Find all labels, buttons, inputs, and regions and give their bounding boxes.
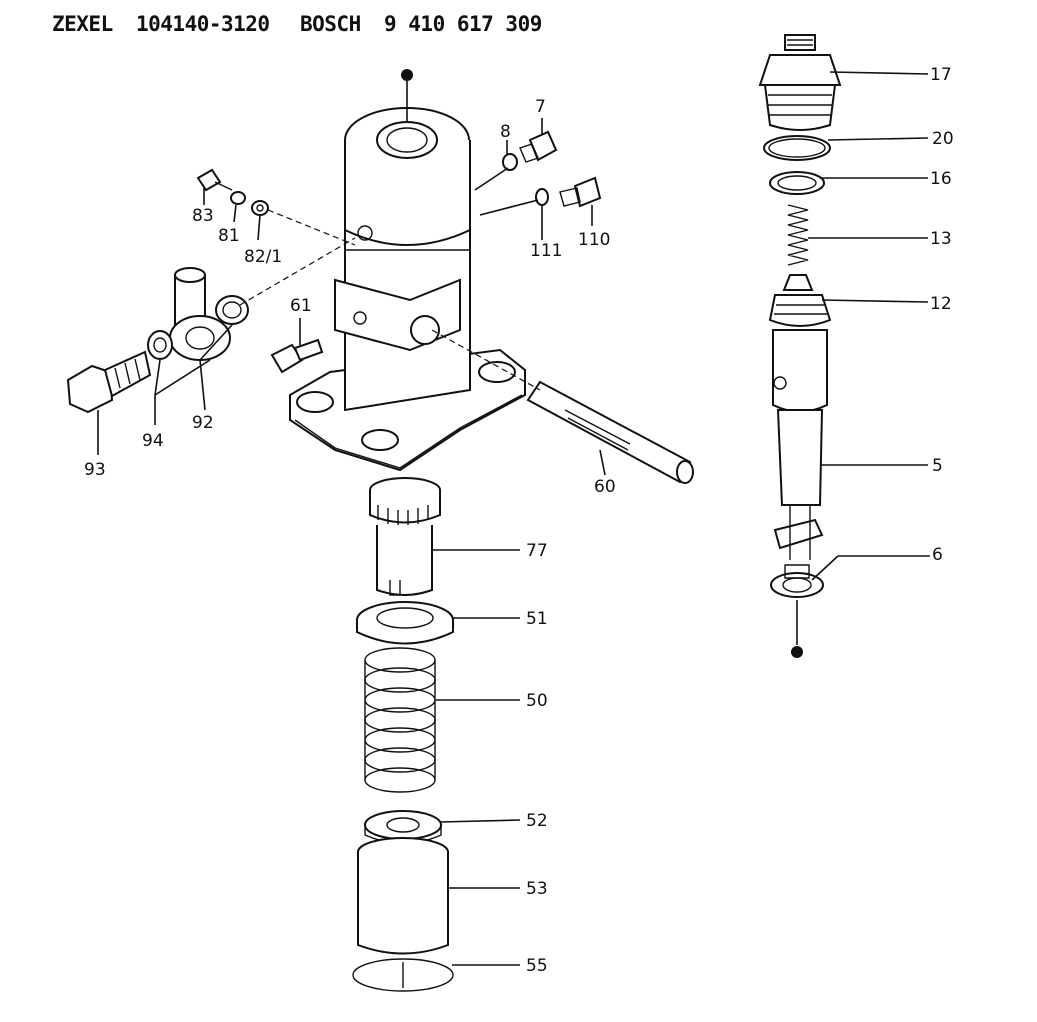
callout-82-1: 82/1	[244, 247, 282, 267]
callout-7: 7	[535, 97, 546, 117]
callout-5: 5	[932, 456, 943, 476]
snap-ring-55	[352, 958, 454, 992]
plunger-spring-50	[364, 647, 436, 793]
drawing-header: ZEXEL 104140-3120 BOSCH 9 410 617 309	[0, 0, 1037, 50]
valve-spring-13	[787, 204, 809, 266]
bleeder-screw-group	[196, 168, 356, 246]
gasket-16	[769, 171, 825, 195]
washer-6	[770, 564, 824, 658]
callout-16: 16	[930, 169, 952, 189]
callout-111: 111	[530, 241, 562, 261]
callout-13: 13	[930, 229, 952, 249]
callout-20: 20	[932, 129, 954, 149]
callout-12: 12	[930, 294, 952, 314]
callout-52: 52	[526, 811, 548, 831]
roller-tappet-53	[357, 837, 449, 955]
header-brand-bosch: BOSCH	[300, 12, 361, 36]
callout-83: 83	[192, 206, 214, 226]
callout-labels: 17 20 16 13 12 5 6 7 8 110 111 83 81 82/…	[84, 65, 954, 976]
callout-50: 50	[526, 691, 548, 711]
plunger-barrel-5	[772, 329, 828, 560]
header-part-number-bosch: 9 410 617 309	[384, 12, 542, 36]
spring-seat-51	[356, 601, 454, 645]
header-part-number-zexel: 104140-3120	[136, 12, 270, 36]
control-sleeve-77	[369, 477, 441, 596]
o-ring-20	[763, 135, 831, 161]
callout-51: 51	[526, 609, 548, 629]
callout-93: 93	[84, 460, 106, 480]
callout-60: 60	[594, 477, 616, 497]
pump-housing	[289, 69, 526, 472]
callout-92: 92	[192, 413, 214, 433]
callout-77: 77	[526, 541, 548, 561]
callout-6: 6	[932, 545, 943, 565]
plug-group	[474, 130, 602, 216]
delivery-valve-12	[768, 274, 832, 327]
delivery-valve-holder-17	[758, 34, 842, 131]
callout-110: 110	[578, 230, 610, 250]
header-brand-zexel: ZEXEL	[52, 12, 113, 36]
leader-lines	[97, 71, 930, 966]
callout-81: 81	[218, 226, 240, 246]
control-rod	[431, 329, 694, 484]
callout-53: 53	[526, 879, 548, 899]
banjo-fitting-group	[66, 237, 356, 414]
callout-8: 8	[500, 122, 511, 142]
callout-94: 94	[142, 431, 164, 451]
callout-17: 17	[930, 65, 952, 85]
callout-55: 55	[526, 956, 548, 976]
screw-61	[270, 338, 324, 374]
callout-61: 61	[290, 296, 312, 316]
